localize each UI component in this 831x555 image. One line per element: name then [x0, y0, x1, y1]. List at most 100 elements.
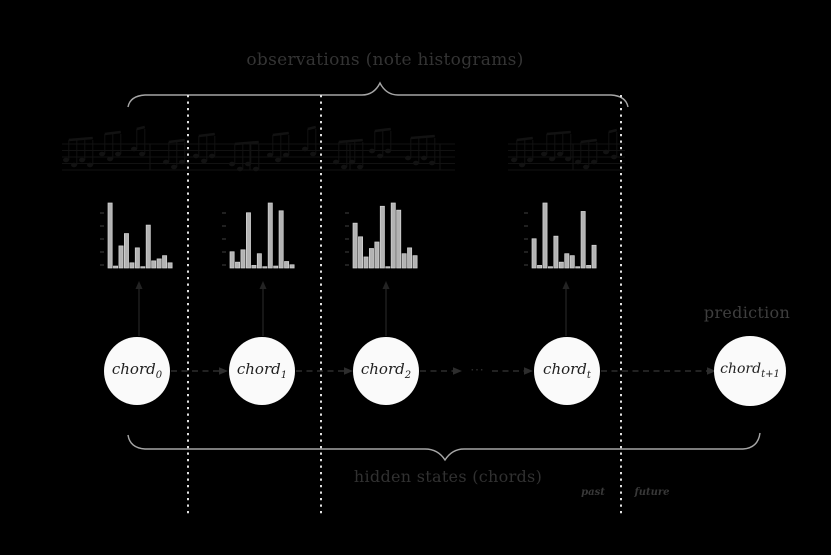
note-beam [338, 138, 363, 144]
chord-label: chord [360, 359, 405, 378]
note-head [139, 151, 145, 157]
note-head [511, 157, 517, 163]
note-beam [104, 130, 121, 136]
prediction-label: prediction [703, 303, 791, 322]
note-head [557, 151, 563, 157]
note-head [527, 157, 533, 163]
histogram-bar [407, 247, 413, 269]
note-beam [410, 134, 435, 140]
histogram-bar [167, 262, 173, 269]
note-head [99, 151, 105, 157]
note-head [341, 164, 347, 170]
note-beam [307, 125, 317, 131]
note-head [421, 155, 427, 161]
chord-subscript: t+1 [761, 368, 780, 380]
histogram-bar [156, 258, 162, 269]
note-beam [168, 138, 185, 144]
histogram-bar [229, 251, 235, 269]
note-head [377, 153, 383, 159]
histogram-bar [140, 266, 146, 269]
note-beam [516, 136, 533, 142]
histogram-bar [575, 266, 581, 269]
note-beam [608, 128, 618, 134]
emission-arrowhead [259, 281, 267, 289]
note-beam [198, 132, 215, 138]
histogram-bar [145, 224, 151, 269]
note-beam [374, 127, 391, 133]
note-beam [234, 140, 259, 146]
histogram-bar [284, 261, 290, 269]
note-head [429, 160, 435, 166]
chord-node-t: chordt [534, 337, 600, 405]
note-head [115, 151, 121, 157]
histogram-bar [123, 233, 129, 269]
histogram-bar [235, 261, 240, 269]
chord-label: chord [111, 359, 156, 378]
note-beam [580, 138, 597, 144]
note-head [163, 159, 169, 165]
note-head [302, 146, 308, 152]
histogram-bar [553, 235, 559, 269]
histogram-bar [107, 202, 113, 269]
chord-node-2: chord2 [353, 337, 419, 405]
emission-arrowhead [382, 281, 390, 289]
note-head [107, 156, 113, 162]
histogram-bar [352, 222, 358, 269]
note-head [519, 162, 525, 168]
transition-ellipsis: ⋯ [470, 362, 484, 378]
note-head [369, 148, 375, 154]
note-head [245, 161, 251, 167]
note-head [79, 157, 85, 163]
histogram-bar [267, 202, 273, 269]
transition-arrowhead [707, 367, 716, 375]
histogram-bar [273, 265, 279, 269]
note-head [283, 152, 289, 158]
histogram-bar [547, 266, 553, 269]
histogram-bar [251, 265, 257, 269]
histogram-bar [401, 253, 407, 269]
note-head [253, 166, 259, 172]
note-head [549, 156, 555, 162]
note-beam [68, 136, 93, 142]
note-head [131, 146, 137, 152]
note-beam [136, 125, 146, 131]
note-head [603, 149, 609, 155]
histogram-bar [162, 255, 168, 269]
chord-label: chord [543, 359, 587, 378]
histogram-bar [537, 265, 543, 269]
histogram-bar [118, 245, 124, 269]
histogram-bar [289, 264, 295, 269]
note-head [413, 160, 419, 166]
chord-subscript: 0 [155, 369, 163, 381]
histogram-bar [358, 236, 364, 269]
note-head [179, 159, 185, 165]
chord-label: chord [236, 359, 281, 378]
note-head [405, 155, 411, 161]
future-label: future [634, 487, 670, 498]
note-head [193, 153, 199, 159]
note-head [611, 154, 617, 160]
histogram-bar [542, 202, 548, 269]
emission-arrowhead [135, 281, 143, 289]
histogram-bar [531, 238, 537, 269]
note-head [333, 159, 339, 165]
chord-node-0: chord0 [104, 337, 170, 405]
hidden-states-brace [127, 432, 761, 462]
note-beam [272, 131, 289, 137]
histogram-bar [278, 210, 284, 269]
chord-subscript: 1 [280, 369, 288, 381]
histogram-bar [256, 253, 262, 269]
histogram-bar [113, 265, 118, 269]
note-head [201, 158, 207, 164]
note-head [575, 159, 581, 165]
transition-arrowhead [453, 367, 462, 375]
histogram-bar [412, 255, 418, 269]
note-head [565, 156, 571, 162]
note-head [310, 151, 316, 157]
note-head [385, 148, 391, 154]
note-head [591, 159, 597, 165]
histogram-bar [262, 266, 268, 269]
histogram-bar [240, 249, 246, 269]
